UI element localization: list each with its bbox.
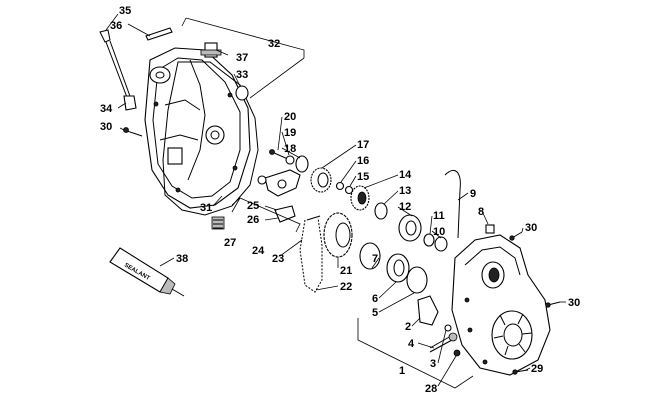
screw-29 <box>512 369 529 375</box>
screw-30-left <box>123 127 143 137</box>
label-20: 20 <box>284 111 296 123</box>
driven-sprocket-21 <box>323 212 353 258</box>
label-14: 14 <box>399 169 412 181</box>
label-13: 13 <box>399 185 411 197</box>
label-36: 36 <box>110 20 122 32</box>
chaincase-housing <box>451 234 551 376</box>
nut-28 <box>453 349 461 357</box>
vent-hose-9 <box>444 170 461 239</box>
label-1: 1 <box>399 365 405 377</box>
label-23: 23 <box>272 253 284 265</box>
label-30-upper-right: 30 <box>525 222 537 234</box>
bolt-4 <box>429 332 458 353</box>
label-6: 6 <box>372 293 378 305</box>
bearing-12 <box>398 214 422 242</box>
label-29: 29 <box>531 363 543 375</box>
fitting-8 <box>485 224 495 234</box>
label-24: 24 <box>252 245 265 257</box>
washer-19 <box>285 155 295 165</box>
tensioner-shoe <box>274 205 296 223</box>
roller-18 <box>295 155 309 173</box>
label-19: 19 <box>284 127 296 139</box>
fill-plug <box>200 42 222 58</box>
screw-30-upper-right <box>509 231 523 241</box>
gear-17 <box>310 167 332 193</box>
washer-15 <box>344 185 354 195</box>
label-32: 32 <box>268 38 280 50</box>
sprocket-14 <box>350 185 370 211</box>
label-3: 3 <box>430 358 436 370</box>
washer-3 <box>444 324 452 332</box>
label-25: 25 <box>247 200 259 212</box>
leader-lines <box>105 13 566 387</box>
label-18: 18 <box>284 143 296 155</box>
label-26: 26 <box>247 214 259 226</box>
label-22: 22 <box>340 281 352 293</box>
label-30-left: 30 <box>100 121 112 133</box>
label-10: 10 <box>433 226 445 238</box>
label-31: 31 <box>200 202 212 214</box>
label-34: 34 <box>100 103 113 115</box>
group-bracket-1 <box>357 318 474 389</box>
label-12: 12 <box>399 201 411 213</box>
label-7: 7 <box>372 253 378 265</box>
label-37: 37 <box>236 52 248 64</box>
seal-5 <box>406 266 428 294</box>
spring-27 <box>211 216 225 230</box>
label-11: 11 <box>433 210 445 222</box>
screw-30-lower-right <box>545 301 561 308</box>
seal-33 <box>235 85 249 101</box>
group-bracket-32 <box>181 17 305 99</box>
label-8: 8 <box>478 206 484 218</box>
washer-10 <box>434 236 448 252</box>
label-9: 9 <box>470 188 476 200</box>
label-35: 35 <box>119 5 131 17</box>
part-labels: 35 36 37 32 33 34 30 31 20 19 18 17 16 1… <box>100 5 580 395</box>
label-15: 15 <box>357 171 369 183</box>
group-bracket-24 <box>231 197 301 233</box>
sealant-tube: SEALANT <box>109 247 185 297</box>
spacer-13 <box>374 202 388 220</box>
label-2: 2 <box>405 321 411 333</box>
label-17: 17 <box>357 139 369 151</box>
label-38: 38 <box>176 253 188 265</box>
bearing-6 <box>386 253 410 283</box>
dipstick-oring <box>145 27 173 41</box>
washer-16 <box>335 181 345 191</box>
bracket-2 <box>417 295 439 326</box>
label-4: 4 <box>408 338 415 350</box>
label-30-lower-right: 30 <box>568 297 580 309</box>
chaincase-cover <box>144 47 251 209</box>
dipstick <box>99 29 137 111</box>
label-5: 5 <box>372 307 378 319</box>
seal-7 <box>359 242 381 270</box>
washer-11 <box>423 233 435 247</box>
label-27: 27 <box>224 237 236 249</box>
label-28: 28 <box>425 383 437 395</box>
label-16: 16 <box>357 155 369 167</box>
label-33: 33 <box>236 69 248 81</box>
tensioner-arm <box>257 169 301 197</box>
drive-chain-22 <box>299 215 323 293</box>
cover-gasket <box>162 61 259 216</box>
label-21: 21 <box>340 265 352 277</box>
